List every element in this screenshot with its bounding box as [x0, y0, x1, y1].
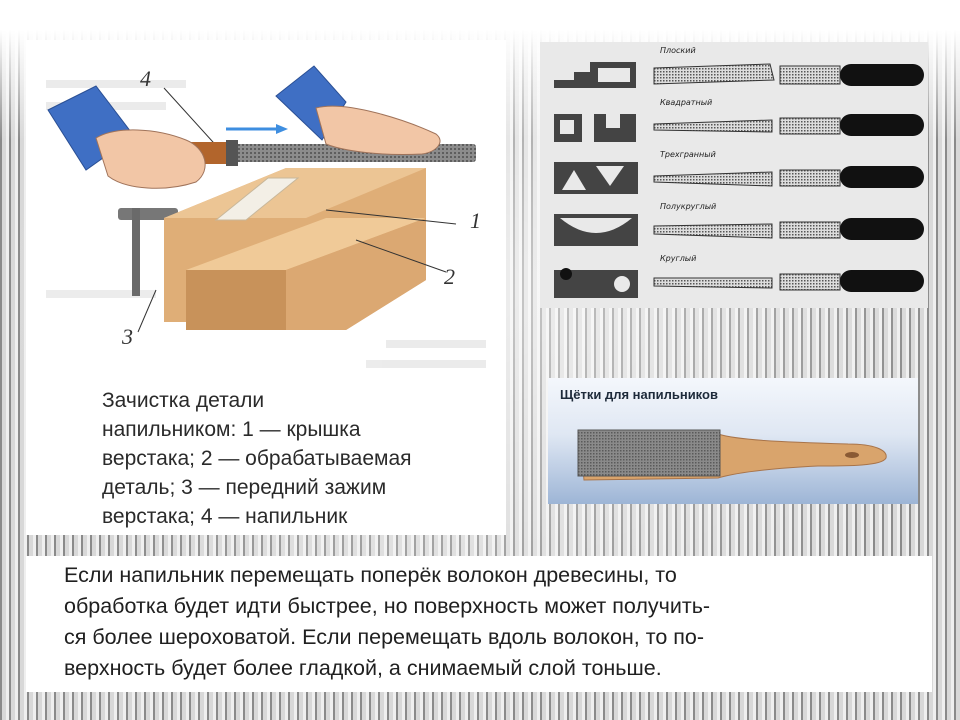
note-line: ся более шероховатой. Если перемещать вд…: [64, 625, 705, 649]
file-label-flat: Плоский: [660, 46, 696, 55]
caption-line: деталь; 3 — передний зажим: [102, 476, 387, 499]
caption-line: напильником: 1 — крышка: [102, 418, 361, 441]
callout-3: 3: [122, 324, 133, 349]
file-brush-panel: Щётки для напильников: [548, 378, 918, 504]
note-text: Если напильник перемещать поперёк волоко…: [64, 560, 924, 684]
clamp-screw: [132, 208, 140, 296]
file-brush-drawing: [577, 429, 887, 481]
brush-panel-title: Щётки для напильников: [560, 387, 718, 402]
illustration-caption: Зачистка детали напильником: 1 — крышка …: [102, 386, 502, 531]
file-types-drawing: [554, 62, 924, 298]
note-panel: Если напильник перемещать поперёк волоко…: [26, 556, 932, 692]
note-line: Если напильник перемещать поперёк волоко…: [64, 563, 677, 587]
left-hand: [95, 129, 206, 189]
callout-1: 1: [470, 208, 481, 233]
file-label-round: Круглый: [660, 254, 697, 263]
file-label-triangular: Трехгранный: [660, 150, 716, 159]
right-hand: [315, 105, 441, 155]
filing-illustration: [46, 65, 486, 368]
callout-4: 4: [140, 66, 151, 91]
caption-line: верстака; 4 — напильник: [102, 505, 348, 528]
filing-illustration-panel: 4 1 2 3 Зачистка детали напильником: 1 —…: [26, 40, 506, 535]
note-line: обработка будет идти быстрее, но поверхн…: [64, 594, 711, 618]
caption-line: верстака; 2 — обрабатываемая: [102, 447, 412, 470]
file-label-half-round: Полукруглый: [660, 202, 717, 211]
note-line: верхность будет более гладкой, а снимаем…: [64, 656, 662, 680]
file-label-square: Квадратный: [660, 98, 713, 107]
callout-2: 2: [444, 264, 455, 289]
file-types-panel: Плоский Квадратный Трехгранный Полукругл…: [540, 42, 928, 308]
caption-line: Зачистка детали: [102, 389, 265, 412]
